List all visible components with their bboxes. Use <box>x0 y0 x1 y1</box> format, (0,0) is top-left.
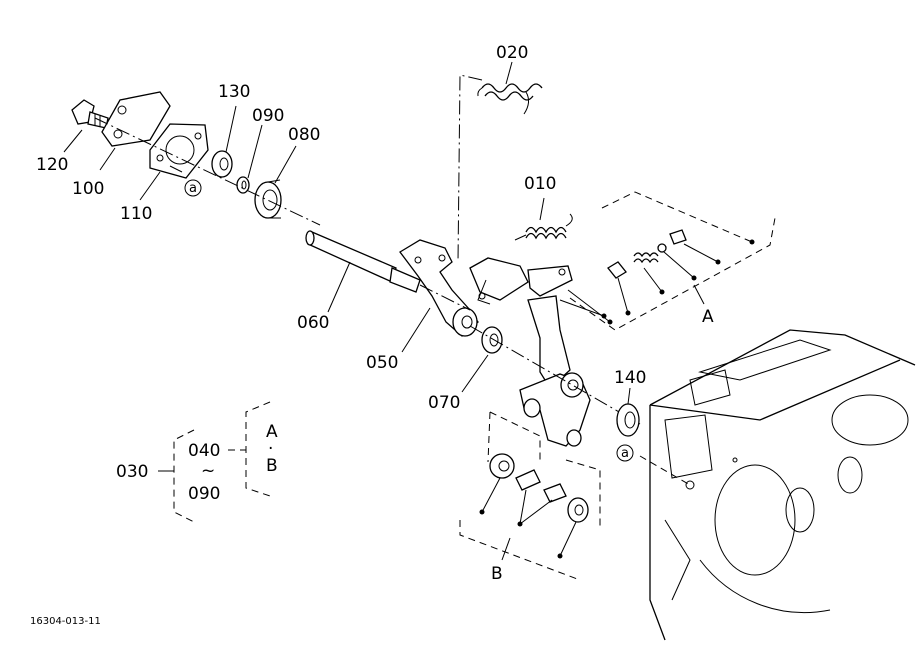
label-090-range: 090 <box>188 484 220 504</box>
label-060: 060 <box>297 313 329 333</box>
governor-bracket <box>469 257 591 447</box>
spring-020 <box>477 61 543 115</box>
circle-ref-right <box>616 444 691 486</box>
label-030: 030 <box>116 462 148 482</box>
circle-a-left-text: a <box>189 181 197 196</box>
spring-010 <box>514 197 573 241</box>
shaft-060 <box>305 230 421 313</box>
label-020: 020 <box>496 43 528 63</box>
bearing-140 <box>616 387 640 437</box>
bearing-080 <box>254 145 297 219</box>
ring-090 <box>236 124 263 194</box>
axis-left <box>94 117 321 226</box>
label-010: 010 <box>524 174 556 194</box>
label-120: 120 <box>36 155 68 175</box>
circle-a-right-text: a <box>621 446 629 461</box>
label-090: 090 <box>252 106 284 126</box>
circle-ref-left <box>169 165 202 197</box>
engine-housing <box>649 329 916 641</box>
label-tilde: ~ <box>201 461 215 481</box>
group-a-parts <box>559 191 776 331</box>
label-110: 110 <box>120 204 152 224</box>
label-080: 080 <box>288 125 320 145</box>
label-070: 070 <box>428 393 460 413</box>
ref-bracket-030 <box>158 401 271 523</box>
washer-130 <box>211 105 237 178</box>
leader-020 <box>457 74 483 263</box>
drawing-number: 16304-013-11 <box>30 616 101 627</box>
axis-shaft <box>419 284 471 311</box>
lever-050 <box>399 239 479 353</box>
cover-100 <box>99 91 171 171</box>
label-130: 130 <box>218 82 250 102</box>
axis-right <box>469 325 641 425</box>
washer-070 <box>461 326 503 393</box>
label-100: 100 <box>72 179 104 199</box>
label-group-a: A <box>702 307 714 327</box>
label-040: 040 <box>188 441 220 461</box>
label-050: 050 <box>366 353 398 373</box>
label-ref-dot: · <box>268 439 273 459</box>
label-140: 140 <box>614 368 646 388</box>
bolt-120 <box>63 99 109 153</box>
group-b-parts <box>459 411 601 581</box>
label-ref-a: A <box>266 422 278 442</box>
label-group-b: B <box>491 564 503 584</box>
label-ref-b: B <box>266 456 278 476</box>
